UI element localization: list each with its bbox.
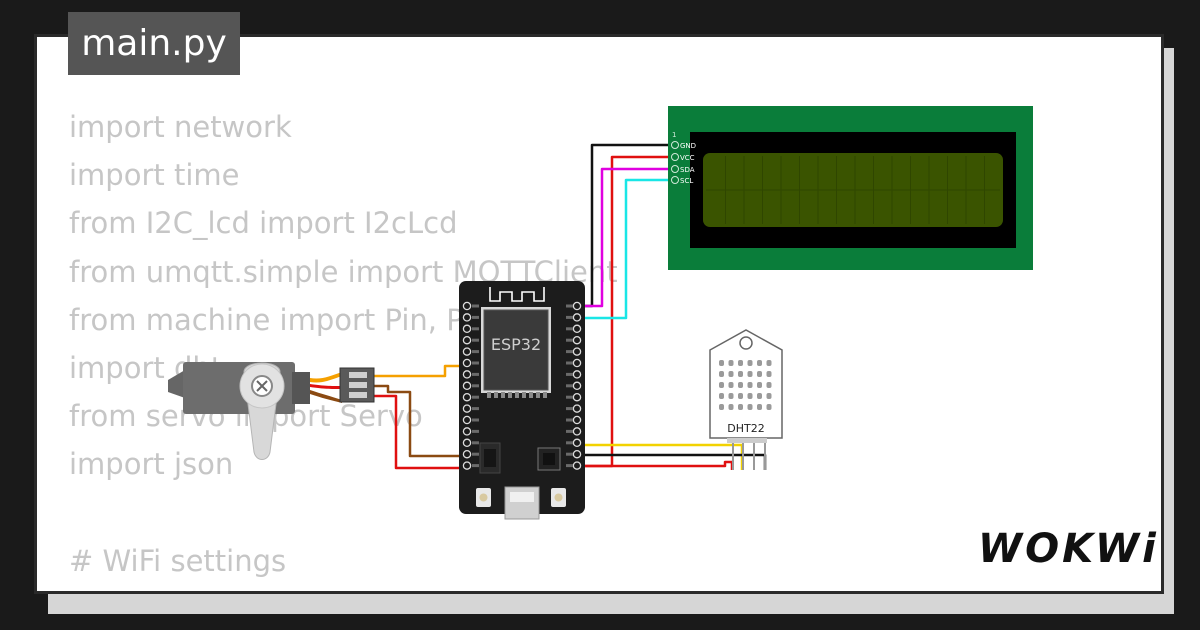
wire-lcd-sda — [579, 167, 676, 308]
lcd-display: 1 GND VCC SDA SCL — [668, 106, 1033, 270]
code-line: from I2C_lcd import I2cLcd — [69, 206, 458, 241]
servo-motor — [168, 362, 375, 460]
code-preview: import network import time from I2C_lcd im… — [69, 103, 618, 591]
wire-servo-signal — [372, 364, 463, 378]
wire-servo-vcc — [372, 394, 463, 470]
lcd-pin-marker: 1 — [672, 131, 676, 139]
dht22-sensor: DHT22 — [709, 329, 783, 470]
wire-lcd-scl — [579, 178, 676, 320]
esp32-board: ESP32 — [459, 281, 585, 520]
lcd-pin-scl: SCL — [680, 177, 693, 185]
wire-lcd-vcc — [579, 155, 676, 468]
lcd-pin-sda: SDA — [680, 166, 695, 174]
code-line: import network — [69, 110, 292, 144]
code-line: # WiFi settings — [69, 543, 287, 578]
code-line: from machine import Pin, PWM — [69, 302, 518, 337]
lcd-pin-gnd: GND — [680, 142, 696, 150]
code-line: import json — [69, 447, 234, 482]
wire-dht-gnd — [579, 453, 767, 470]
wokwi-logo: WOKWi — [978, 526, 1159, 572]
lcd-pin-vcc: VCC — [680, 154, 695, 162]
wire-servo-gnd — [372, 384, 463, 458]
dht22-label: DHT22 — [727, 422, 764, 435]
filename-tab: main.py — [68, 12, 240, 75]
code-line: import time — [69, 158, 240, 193]
wire-dht-vcc — [579, 460, 734, 470]
esp32-label: ESP32 — [491, 335, 541, 354]
